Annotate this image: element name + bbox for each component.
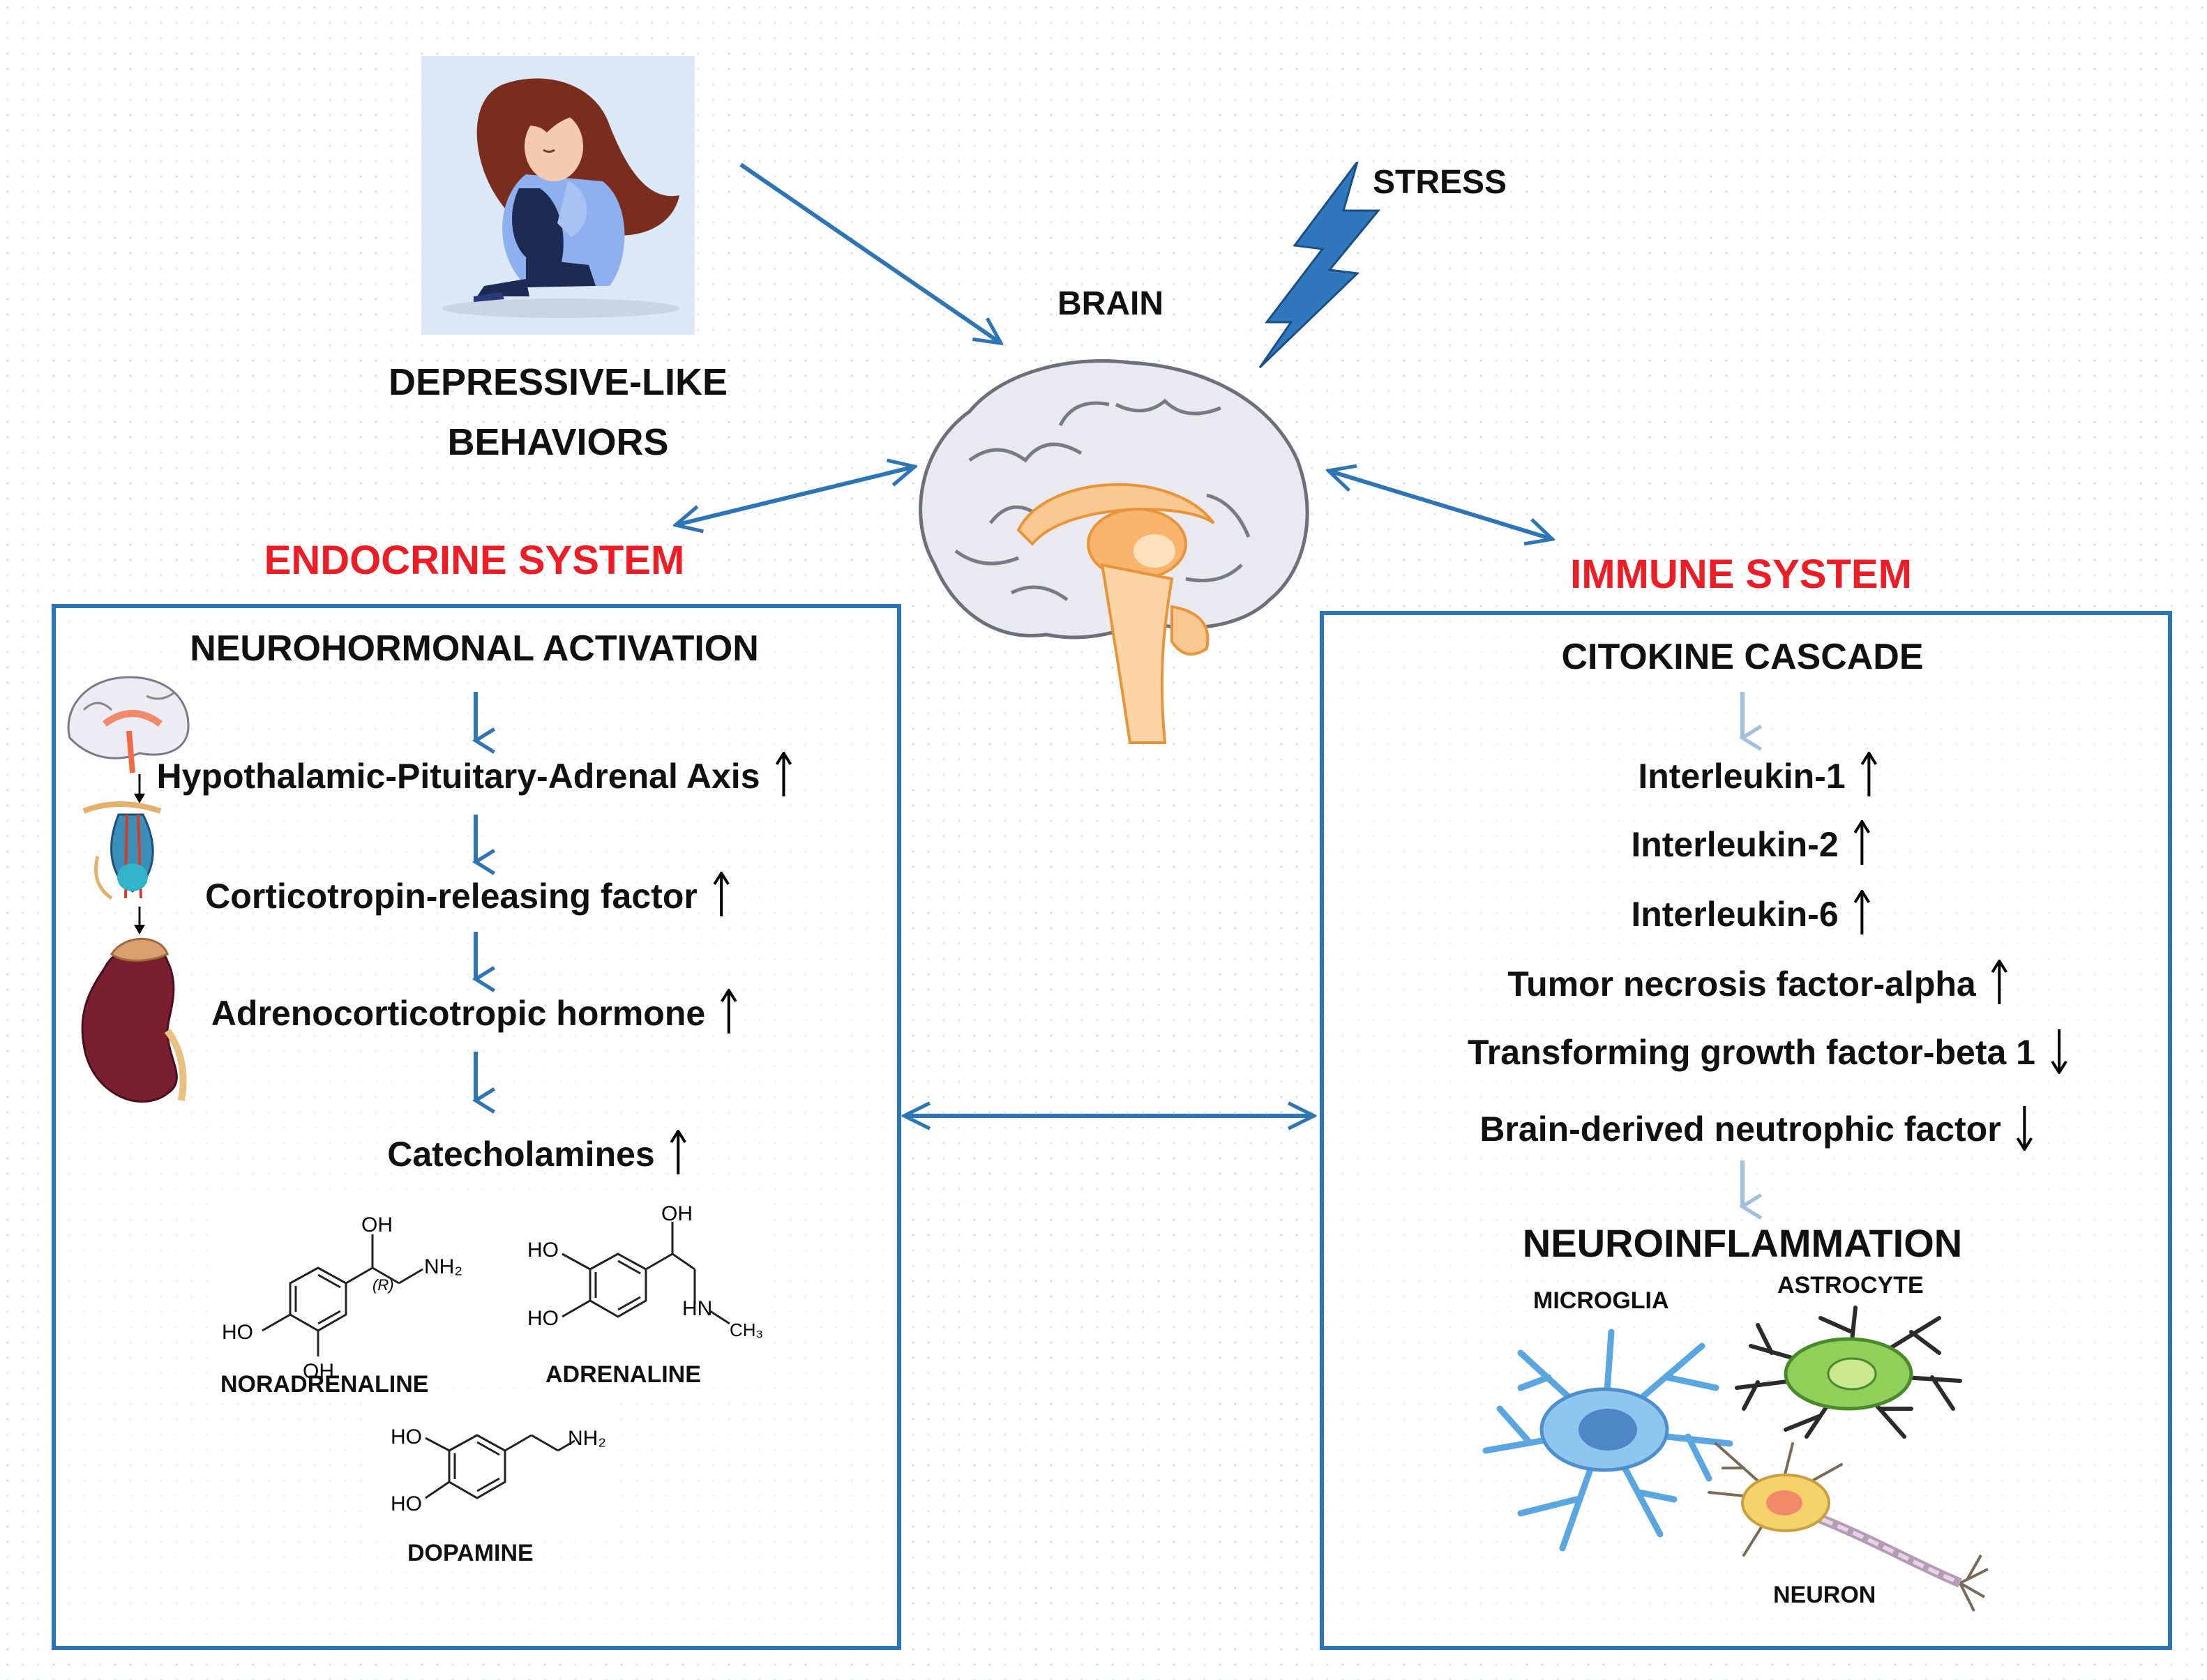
chem-oh: OH [361, 1213, 393, 1236]
adrenal-kidney-icon [81, 937, 187, 1103]
chem-r: (R) [372, 1276, 394, 1294]
arrow-up-icon [670, 1128, 687, 1184]
lightning-bolt-icon [1258, 162, 1381, 369]
depressive-behaviors-label: DEPRESSIVE-LIKE BEHAVIORS [388, 361, 728, 463]
immune-system-title: IMMUNE SYSTEM [1570, 552, 1912, 597]
endocrine-item-hpa-axis: Hypothalamic-Pituitary-Adrenal Axis [156, 750, 792, 806]
arrow-up-icon [1853, 819, 1871, 875]
arrow-up-icon [713, 870, 730, 926]
chem-nh2: NH₂ [424, 1255, 462, 1278]
neuroinflammation-label: NEUROINFLAMMATION [1522, 1221, 1963, 1265]
arrow-down-icon [2051, 1028, 2067, 1082]
arrow-up-icon [1860, 750, 1878, 806]
microglia-label: MICROGLIA [1533, 1287, 1669, 1314]
microglia-cell-icon [1482, 1329, 1733, 1552]
stress-label: STRESS [1373, 164, 1507, 201]
brain-illustration [919, 359, 1309, 744]
noradrenaline-adrenaline-structures: OH (R) NH₂ HO OH OH HO HO HN CH₃ [213, 1200, 767, 1388]
immune-panel [1320, 611, 2172, 1650]
neurohormonal-activation-header: NEUROHORMONAL ACTIVATION [190, 628, 759, 669]
pituitary-gland-icon [82, 801, 162, 900]
arrow-up-icon [775, 750, 792, 806]
chem-nh2: NH₂ [568, 1427, 606, 1450]
astrocyte-label: ASTROCYTE [1777, 1272, 1924, 1299]
endocrine-system-title: ENDOCRINE SYSTEM [264, 538, 685, 583]
immune-item-tnf-alpha: Tumor necrosis factor-alpha [1507, 958, 2008, 1014]
endocrine-item-crf: Corticotropin-releasing factor [205, 870, 730, 926]
chem-ho: HO [527, 1239, 559, 1262]
arrow-up-icon [1991, 958, 2008, 1014]
chem-ho: HO [527, 1307, 559, 1330]
arrow-brain-immune [1331, 471, 1550, 538]
chem-hn: HN [682, 1297, 712, 1320]
neuron-cell-icon [1708, 1442, 1989, 1612]
chem-ho: HO [391, 1425, 422, 1448]
adrenaline-label: ADRENALINE [545, 1361, 701, 1388]
arrow-depressive-to-brain [739, 162, 999, 342]
organ-icons [67, 676, 190, 1103]
endocrine-item-acth: Adrenocorticotropic hormone [211, 987, 737, 1043]
dopamine-label: DOPAMINE [407, 1540, 534, 1566]
chem-oh: OH [303, 1360, 334, 1383]
arrow-brain-endocrine [678, 467, 912, 524]
endocrine-item-catecholamines: Catecholamines [387, 1128, 687, 1184]
arrow-up-icon [1853, 888, 1871, 944]
astrocyte-cell-icon [1735, 1306, 1962, 1439]
immune-item-tgf-beta1: Transforming growth factor-beta 1 [1468, 1028, 2067, 1082]
immune-item-il6: Interleukin-6 [1631, 888, 1871, 944]
chem-ho: HO [391, 1492, 422, 1515]
arrow-up-icon [721, 987, 737, 1043]
dopamine-structure: HO HO NH₂ [366, 1402, 617, 1541]
immune-item-il2: Interleukin-2 [1631, 819, 1871, 875]
citokine-cascade-header: CITOKINE CASCADE [1561, 637, 1924, 677]
immune-item-bdnf: Brain-derived neutrophic factor [1479, 1105, 2033, 1159]
arrow-down-icon [2016, 1105, 2033, 1159]
chem-oh: OH [661, 1202, 693, 1225]
neuron-label: NEURON [1773, 1582, 1876, 1608]
noradrenaline-label: NORADRENALINE [220, 1371, 429, 1398]
depressed-person-illustration [421, 56, 695, 335]
chem-ch3: CH₃ [730, 1319, 763, 1340]
immune-item-il1: Interleukin-1 [1638, 750, 1878, 806]
chem-ho: HO [222, 1321, 253, 1344]
small-brain-icon [67, 676, 190, 773]
brain-label: BRAIN [1057, 285, 1163, 322]
